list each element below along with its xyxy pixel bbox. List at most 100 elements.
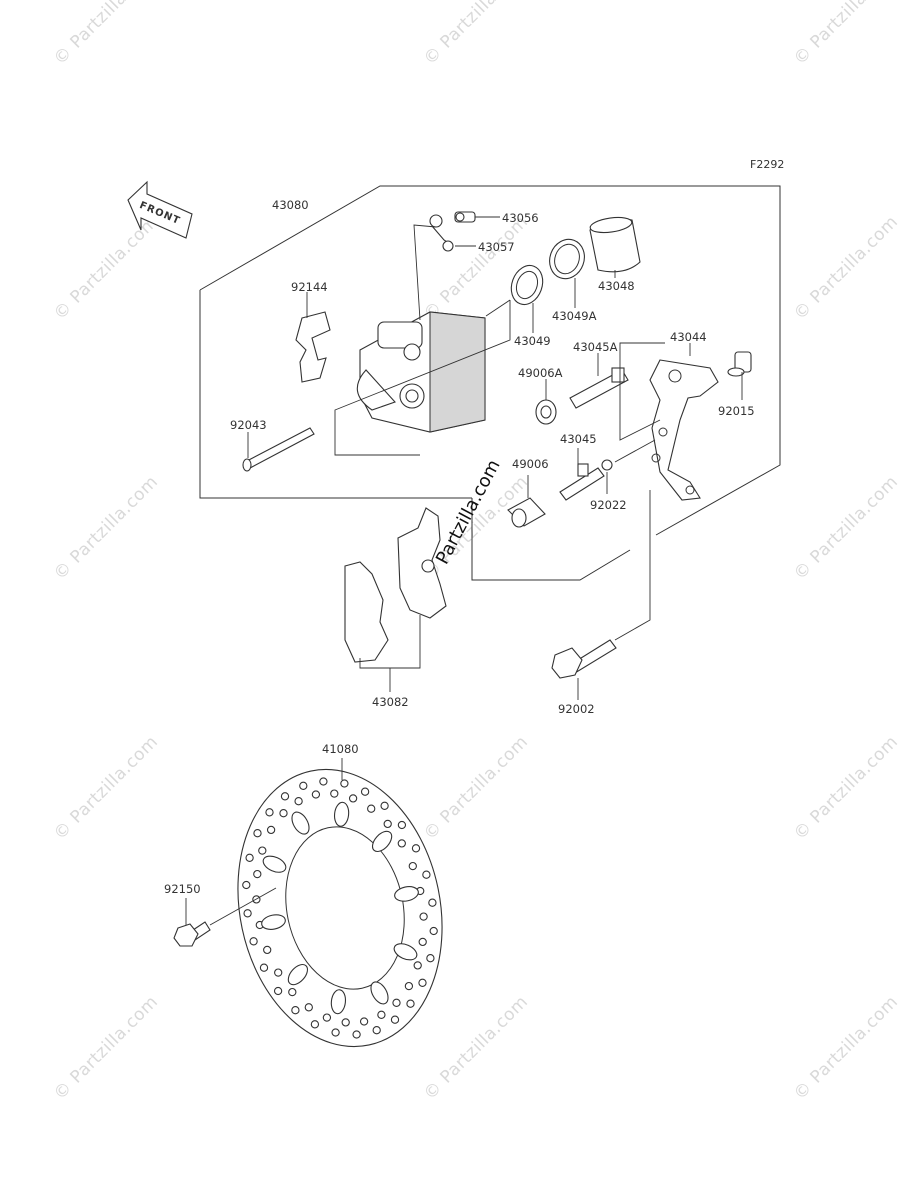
pin-boot-a — [535, 399, 557, 425]
rotor-hole — [429, 926, 438, 936]
rotor-hole — [249, 937, 258, 946]
brake-disc — [237, 768, 443, 1048]
rotor-hole — [310, 1020, 320, 1029]
rotor-hole — [263, 945, 272, 955]
rotor-hole — [428, 898, 437, 907]
caliper-assembly-frame — [199, 185, 781, 536]
rotor-slot — [262, 855, 287, 873]
rotor-slot — [287, 963, 309, 986]
rotor-hole — [408, 861, 417, 871]
figure-code: F2292 — [750, 158, 785, 171]
piston-seal — [510, 264, 544, 306]
rotor-hole — [392, 998, 401, 1007]
part-label-43082[interactable]: 43082 — [372, 695, 409, 709]
rotor-hole — [380, 801, 389, 810]
rotor-hole — [418, 937, 427, 947]
pad-pin — [242, 427, 315, 472]
rotor-hole — [367, 804, 376, 813]
rotor-slot — [371, 830, 393, 853]
rotor-hole — [299, 781, 308, 790]
rotor-hole — [418, 978, 427, 987]
part-label-43080[interactable]: 43080 — [272, 198, 309, 212]
part-label-41080[interactable]: 41080 — [322, 742, 359, 756]
rotor-hole — [322, 1013, 332, 1022]
disc-mounting-bolt — [173, 921, 211, 947]
part-label-92015[interactable]: 92015 — [718, 404, 755, 418]
rotor-hole — [360, 787, 370, 796]
rotor-hole — [253, 829, 262, 838]
rotor-slot — [333, 801, 350, 827]
front-arrow-icon — [127, 180, 193, 239]
rotor-hole — [397, 839, 406, 848]
rotor-hole — [259, 963, 269, 972]
rotor-hole — [311, 790, 321, 799]
rotor-hole — [331, 1028, 340, 1037]
rotor-hole — [265, 808, 274, 817]
rotor-hole — [279, 809, 288, 818]
rotor-hole — [243, 909, 252, 918]
rotor-hole — [266, 825, 276, 835]
rotor-hole — [348, 794, 358, 803]
rotor-slot — [261, 914, 286, 930]
rotor-hole — [352, 1030, 361, 1039]
rotor-slot — [393, 943, 418, 961]
pin-boot — [507, 497, 546, 528]
rotor-slot — [330, 989, 347, 1015]
rotor-slot — [394, 886, 419, 902]
pad-spring — [295, 311, 331, 383]
brake-pad-inner — [397, 507, 447, 619]
rotor-hole — [390, 1015, 400, 1024]
piston — [589, 216, 641, 273]
bracket-pin — [727, 351, 752, 377]
rotor-hole — [372, 1026, 381, 1035]
rotor-hole — [377, 1010, 386, 1019]
rotor-hole — [406, 999, 415, 1008]
caliper-body — [356, 311, 486, 433]
part-label-92144[interactable]: 92144 — [291, 280, 328, 294]
part-label-43057[interactable]: 43057 — [478, 240, 515, 254]
brake-pad-outer — [344, 561, 389, 663]
part-label-43056[interactable]: 43056 — [502, 211, 539, 225]
bracket-bolt — [551, 639, 617, 679]
rotor-hole — [245, 853, 254, 862]
circlip — [601, 459, 613, 471]
part-label-49006a[interactable]: 49006A — [518, 366, 563, 380]
rotor-hole — [411, 844, 421, 853]
part-label-92150[interactable]: 92150 — [164, 882, 201, 896]
rotor-slot — [291, 811, 310, 835]
rotor-hole — [258, 846, 267, 855]
part-label-43049[interactable]: 43049 — [514, 334, 551, 348]
rotor-hole — [383, 819, 392, 829]
rotor-hole — [280, 792, 290, 801]
rotor-hole — [422, 870, 431, 879]
rotor-hole — [419, 912, 428, 921]
rotor-hole — [253, 869, 262, 879]
rotor-hole — [340, 779, 349, 788]
part-label-43045a[interactable]: 43045A — [573, 340, 618, 354]
rotor-hole — [304, 1003, 313, 1012]
part-label-43049a[interactable]: 43049A — [552, 309, 597, 323]
rotor-hole — [319, 777, 328, 786]
rotor-hole — [288, 987, 297, 997]
rotor-hole — [341, 1018, 350, 1027]
slide-pin — [559, 463, 605, 501]
part-label-43045[interactable]: 43045 — [560, 432, 597, 446]
piston-seal-a — [549, 238, 585, 280]
part-label-43044[interactable]: 43044 — [670, 330, 707, 344]
part-label-92002[interactable]: 92002 — [558, 702, 595, 716]
caliper-bracket — [649, 359, 719, 501]
rotor-hole — [413, 961, 422, 970]
pad-frame — [471, 498, 631, 581]
rotor-hole — [294, 797, 303, 806]
part-label-92022[interactable]: 92022 — [590, 498, 627, 512]
slide-pin-a — [569, 367, 629, 409]
rotor-hole — [404, 981, 414, 991]
part-label-43048[interactable]: 43048 — [598, 279, 635, 293]
part-label-49006[interactable]: 49006 — [512, 457, 549, 471]
rotor-hole — [273, 986, 283, 996]
rotor-slot — [370, 981, 389, 1005]
part-label-92043[interactable]: 92043 — [230, 418, 267, 432]
rotor-hole — [242, 880, 251, 890]
bleeder-cap — [429, 214, 454, 252]
